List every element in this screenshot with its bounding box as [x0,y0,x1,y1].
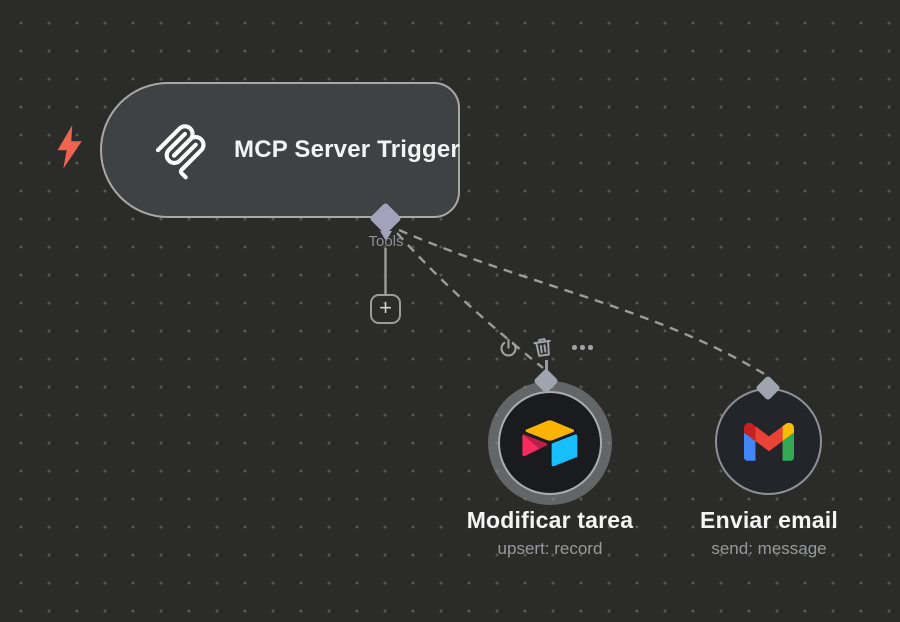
modificar-input-stem [544,360,548,374]
mcp-logo-icon [150,119,212,181]
trash-icon[interactable] [530,335,555,362]
tool-node-subtitle: send: message [711,539,827,558]
tool-node-subtitle: upsert: record [497,539,603,558]
trigger-node-title: MCP Server Trigger [234,136,460,163]
gmail-logo-icon [743,422,794,461]
lightning-bolt-icon [53,124,85,170]
airtable-logo-icon [522,419,578,466]
wire-tools-to-enviar-email[interactable] [398,228,767,377]
tool-node-title: Enviar email [700,507,838,533]
tool-node-modificar-tarea[interactable] [488,381,612,505]
wire-tools-to-modificar-tarea[interactable] [396,232,544,369]
ellipsis-icon[interactable] [572,345,593,350]
tool-node-body [498,391,602,495]
tool-node-title: Modificar tarea [466,507,634,533]
tool-node-enviar-email[interactable] [715,388,822,495]
plus-icon: + [379,295,392,320]
node-hover-toolbar [498,336,598,362]
tools-connector-stem [380,231,392,241]
tools-output-label: Tools [368,233,404,250]
power-icon[interactable] [498,338,519,359]
trigger-node-mcp-server[interactable]: MCP Server Trigger [100,82,460,218]
add-tool-button[interactable]: + [370,294,401,324]
